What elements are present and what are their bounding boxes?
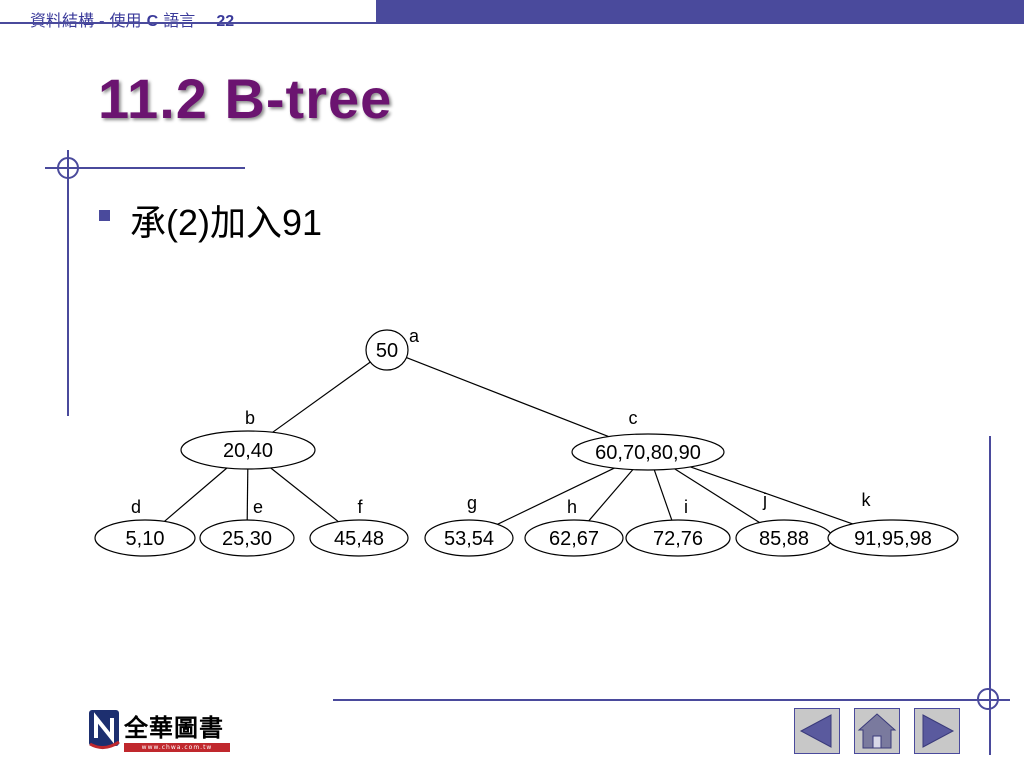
tree-node-d: 5,10 d bbox=[94, 497, 196, 557]
tree-node-shape-c bbox=[571, 433, 725, 471]
course-subtitle: 使用 bbox=[109, 11, 142, 30]
tree-node-shape-d bbox=[94, 519, 196, 557]
header-line bbox=[0, 22, 1024, 24]
tree-node-shape-g bbox=[424, 519, 514, 557]
tree-edge-a-c bbox=[406, 357, 609, 438]
tree-node-shape-a bbox=[365, 329, 409, 371]
prev-arrow-icon bbox=[799, 714, 832, 748]
header-course-title: 資料結構 - 使用 C 語言 22 bbox=[30, 7, 234, 31]
tree-node-shape-b bbox=[180, 430, 316, 470]
tree-node-keys-h: 62,67 bbox=[549, 528, 599, 550]
tree-node-shape-k bbox=[827, 519, 959, 557]
publisher-name: 全華圖書 bbox=[124, 714, 224, 742]
tree-edge-b-e bbox=[246, 468, 249, 521]
tree-node-label-b: b bbox=[245, 408, 255, 428]
tree-node-e: 25,30 e bbox=[199, 497, 295, 557]
tree-node-b: 20,40 b bbox=[180, 408, 316, 470]
tree-node-keys-b: 20,40 bbox=[223, 440, 273, 462]
course-language-rest: 語言 bbox=[163, 11, 196, 30]
tree-node-keys-f: 45,48 bbox=[334, 528, 384, 550]
tree-node-keys-i: 72,76 bbox=[653, 528, 703, 550]
header-bar bbox=[376, 0, 1024, 22]
tree-node-label-c: c bbox=[629, 408, 638, 428]
tree-edge-c-i bbox=[653, 469, 673, 521]
tree-edge-b-d bbox=[164, 467, 228, 522]
tree-edge-c-h bbox=[588, 469, 634, 522]
tree-node-keys-g: 53,54 bbox=[444, 528, 494, 550]
tree-node-label-e: e bbox=[253, 497, 263, 517]
tree-node-i: 72,76 i bbox=[625, 497, 731, 557]
tree-node-keys-k: 91,95,98 bbox=[854, 528, 932, 550]
slide-title: 11.2 B-tree bbox=[98, 67, 393, 130]
tree-node-label-g: g bbox=[467, 493, 477, 513]
previous-slide-button[interactable] bbox=[794, 708, 840, 754]
publisher-logo: 全華圖書 www.chwa.com.tw bbox=[88, 708, 233, 752]
tree-node-label-k: k bbox=[862, 490, 872, 510]
tree-node-c: 60,70,80,90 c bbox=[571, 408, 725, 471]
tree-node-keys-c: 60,70,80,90 bbox=[595, 442, 701, 464]
tree-node-g: 53,54 g bbox=[424, 493, 514, 557]
tree-node-shape-e bbox=[199, 519, 295, 557]
publisher-logo-icon bbox=[89, 710, 120, 749]
tree-node-keys-a: 50 bbox=[376, 340, 398, 362]
tree-node-j: 85,88 j bbox=[735, 490, 833, 557]
tree-edge-c-j bbox=[674, 468, 760, 524]
tree-node-a: 50 a bbox=[365, 326, 420, 371]
tree-node-keys-e: 25,30 bbox=[222, 528, 272, 550]
header-separator: - bbox=[99, 13, 104, 30]
tree-node-label-d: d bbox=[131, 497, 141, 517]
tree-node-label-j: j bbox=[762, 490, 767, 510]
tree-node-shape-h bbox=[524, 519, 624, 557]
tree-node-keys-j: 85,88 bbox=[759, 528, 809, 550]
course-language-c: C bbox=[147, 13, 159, 30]
tree-node-label-a: a bbox=[409, 326, 420, 346]
tree-node-label-i: i bbox=[684, 497, 688, 517]
tree-node-h: 62,67 h bbox=[524, 497, 624, 557]
course-name: 資料結構 bbox=[30, 11, 95, 30]
home-icon bbox=[857, 713, 897, 749]
next-arrow-icon bbox=[922, 714, 955, 748]
tree-node-label-f: f bbox=[357, 497, 363, 517]
home-button[interactable] bbox=[854, 708, 900, 754]
tree-node-shape-i bbox=[625, 519, 731, 557]
tree-node-keys-d: 5,10 bbox=[126, 528, 165, 550]
next-slide-button[interactable] bbox=[914, 708, 960, 754]
tree-edge-c-k bbox=[690, 466, 853, 525]
publisher-url: www.chwa.com.tw bbox=[124, 743, 230, 752]
tree-node-k: 91,95,98 k bbox=[827, 490, 959, 557]
tree-edge-b-f bbox=[270, 467, 339, 523]
tree-node-f: 45,48 f bbox=[309, 497, 409, 557]
bullet-text: 承(2)加入91 bbox=[130, 202, 323, 243]
tree-edge-a-b bbox=[272, 361, 371, 433]
tree-edge-c-g bbox=[497, 467, 615, 525]
page-number: 22 bbox=[216, 13, 234, 30]
tree-node-label-h: h bbox=[567, 497, 577, 517]
tree-node-shape-f bbox=[309, 519, 409, 557]
bullet-square-icon bbox=[99, 210, 110, 221]
